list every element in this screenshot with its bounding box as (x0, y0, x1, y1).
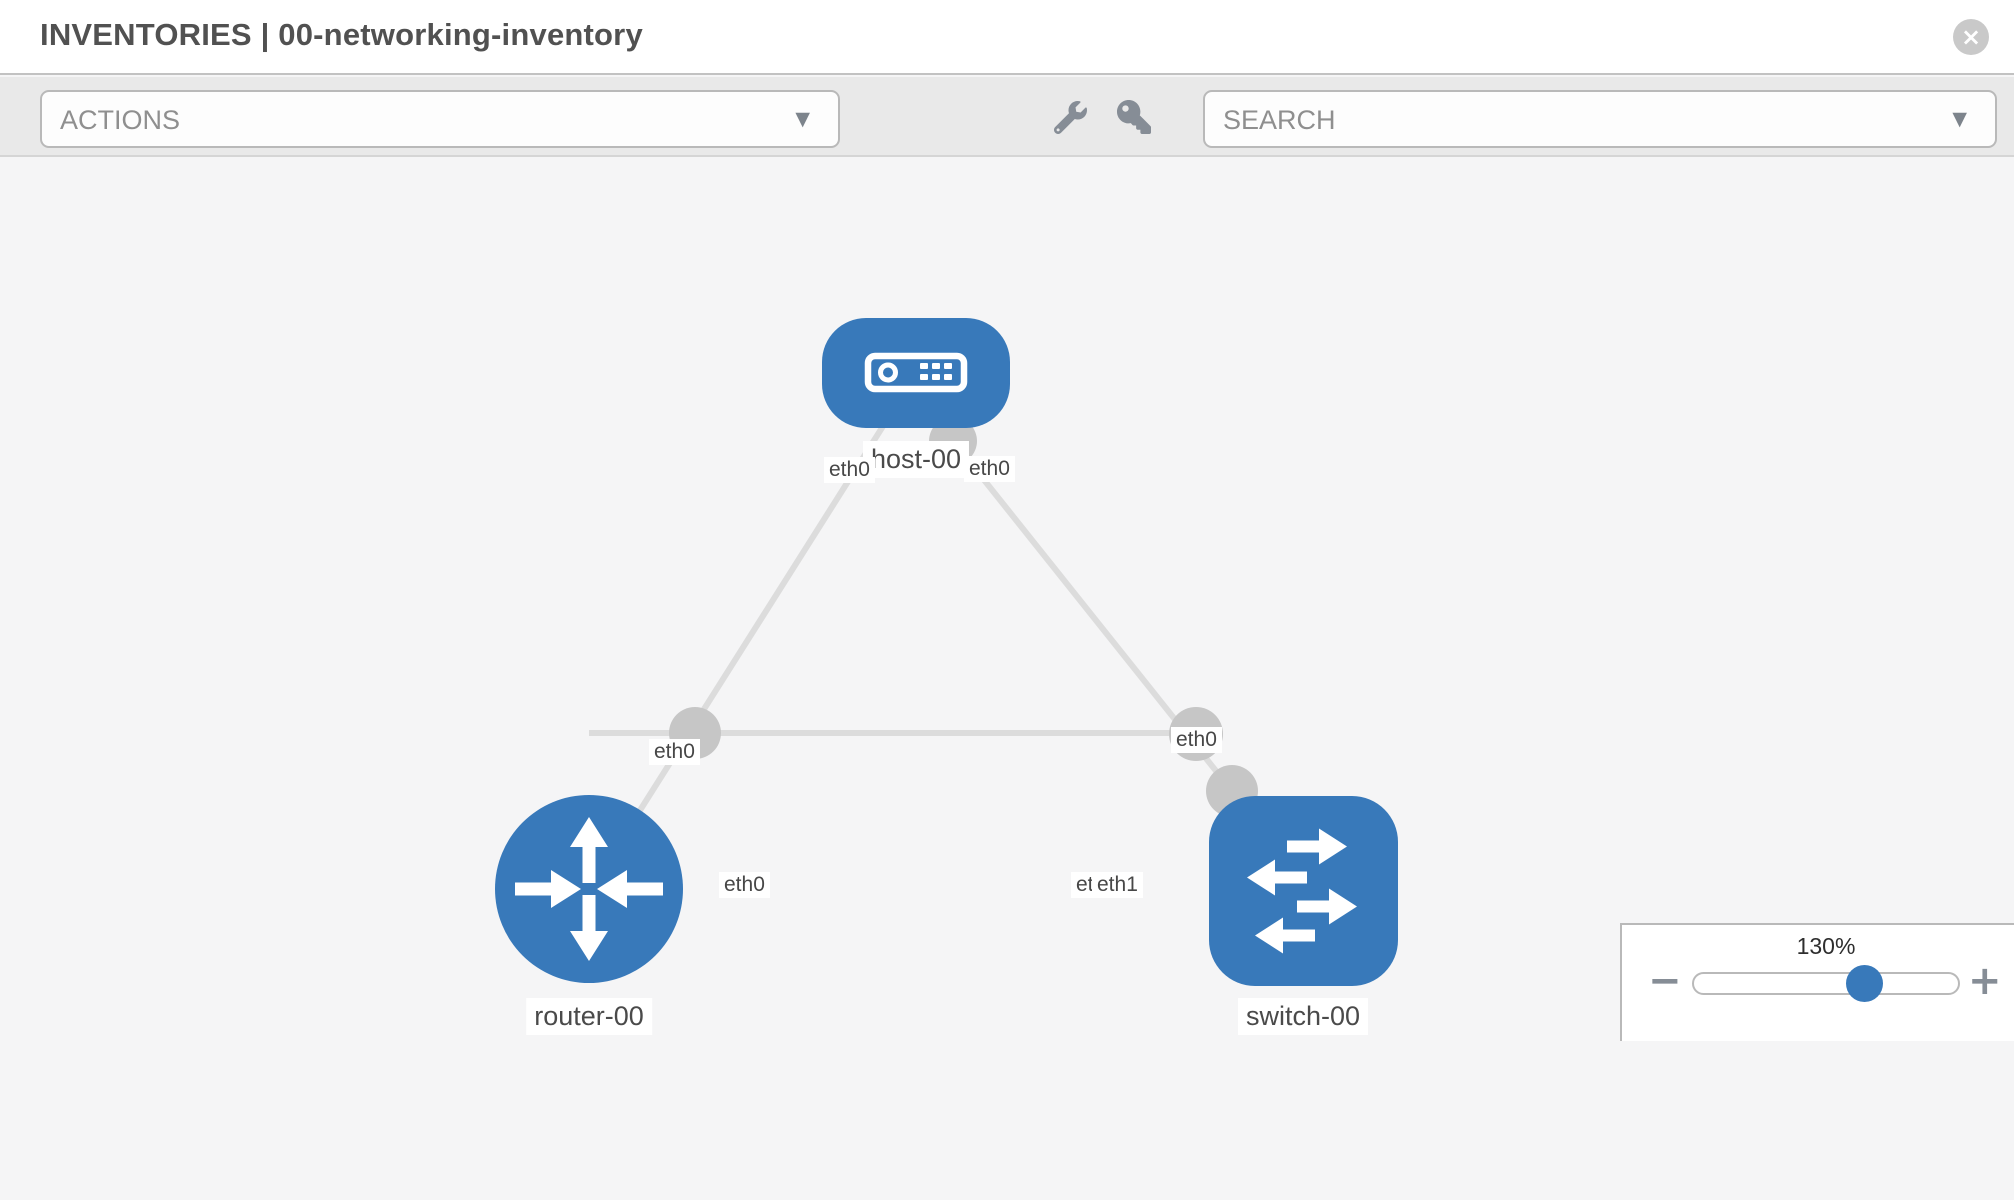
router-icon (515, 817, 663, 961)
chevron-down-icon: ▼ (795, 108, 810, 130)
chevron-down-icon: ▼ (1952, 108, 1967, 130)
zoom-in-button[interactable]: + (1968, 961, 2002, 1001)
topology-canvas[interactable]: host-00 router-00 switch-00 eth0 eth0 et… (0, 159, 2014, 1200)
search-dropdown-label: SEARCH (1223, 105, 1336, 135)
key-icon (1117, 100, 1151, 134)
node-label-switch-00: switch-00 (1237, 998, 1369, 1035)
host-icon (864, 352, 968, 393)
node-router-00[interactable] (495, 795, 683, 983)
zoom-percentage: 130% (1796, 933, 1856, 959)
interface-label-switch-eth0: eth0 (1171, 727, 1222, 753)
node-switch-00[interactable] (1209, 796, 1398, 986)
interface-label-router-eth0-up: eth0 (649, 739, 700, 765)
topology-links-layer (586, 372, 1258, 893)
interface-label-switch-eth1: eth1 (1092, 872, 1143, 898)
wrench-button[interactable] (1048, 90, 1092, 144)
zoom-slider-thumb[interactable] (1846, 965, 1884, 1002)
close-button[interactable]: × (1953, 19, 1989, 55)
page-title: INVENTORIES | 00-networking-inventory (40, 17, 643, 52)
header: INVENTORIES | 00-networking-inventory × (0, 0, 2014, 75)
toolbar: ACTIONS ▼ SEARCH ▼ (0, 77, 2014, 157)
zoom-control-panel: 130% − + (1620, 923, 2014, 1041)
close-icon: × (1960, 23, 1982, 51)
interface-label-host-eth0-right: eth0 (964, 456, 1015, 482)
wrench-icon (1053, 100, 1087, 134)
node-label-host-00: host-00 (862, 441, 970, 478)
minus-icon: − (1648, 958, 1682, 1004)
interface-label-host-eth0-left: eth0 (824, 457, 875, 483)
zoom-slider-track[interactable] (1692, 965, 1960, 1002)
actions-dropdown[interactable]: ACTIONS ▼ (40, 90, 840, 148)
switch-icon (1247, 828, 1357, 954)
key-button[interactable] (1112, 90, 1156, 144)
plus-icon: + (1968, 958, 2002, 1004)
interface-label-router-eth0: eth0 (719, 872, 770, 898)
actions-dropdown-label: ACTIONS (60, 105, 181, 135)
zoom-out-button[interactable]: − (1648, 961, 1682, 1001)
node-host-00[interactable] (822, 318, 1010, 428)
node-label-router-00: router-00 (526, 998, 652, 1035)
search-dropdown[interactable]: SEARCH ▼ (1203, 90, 1997, 148)
